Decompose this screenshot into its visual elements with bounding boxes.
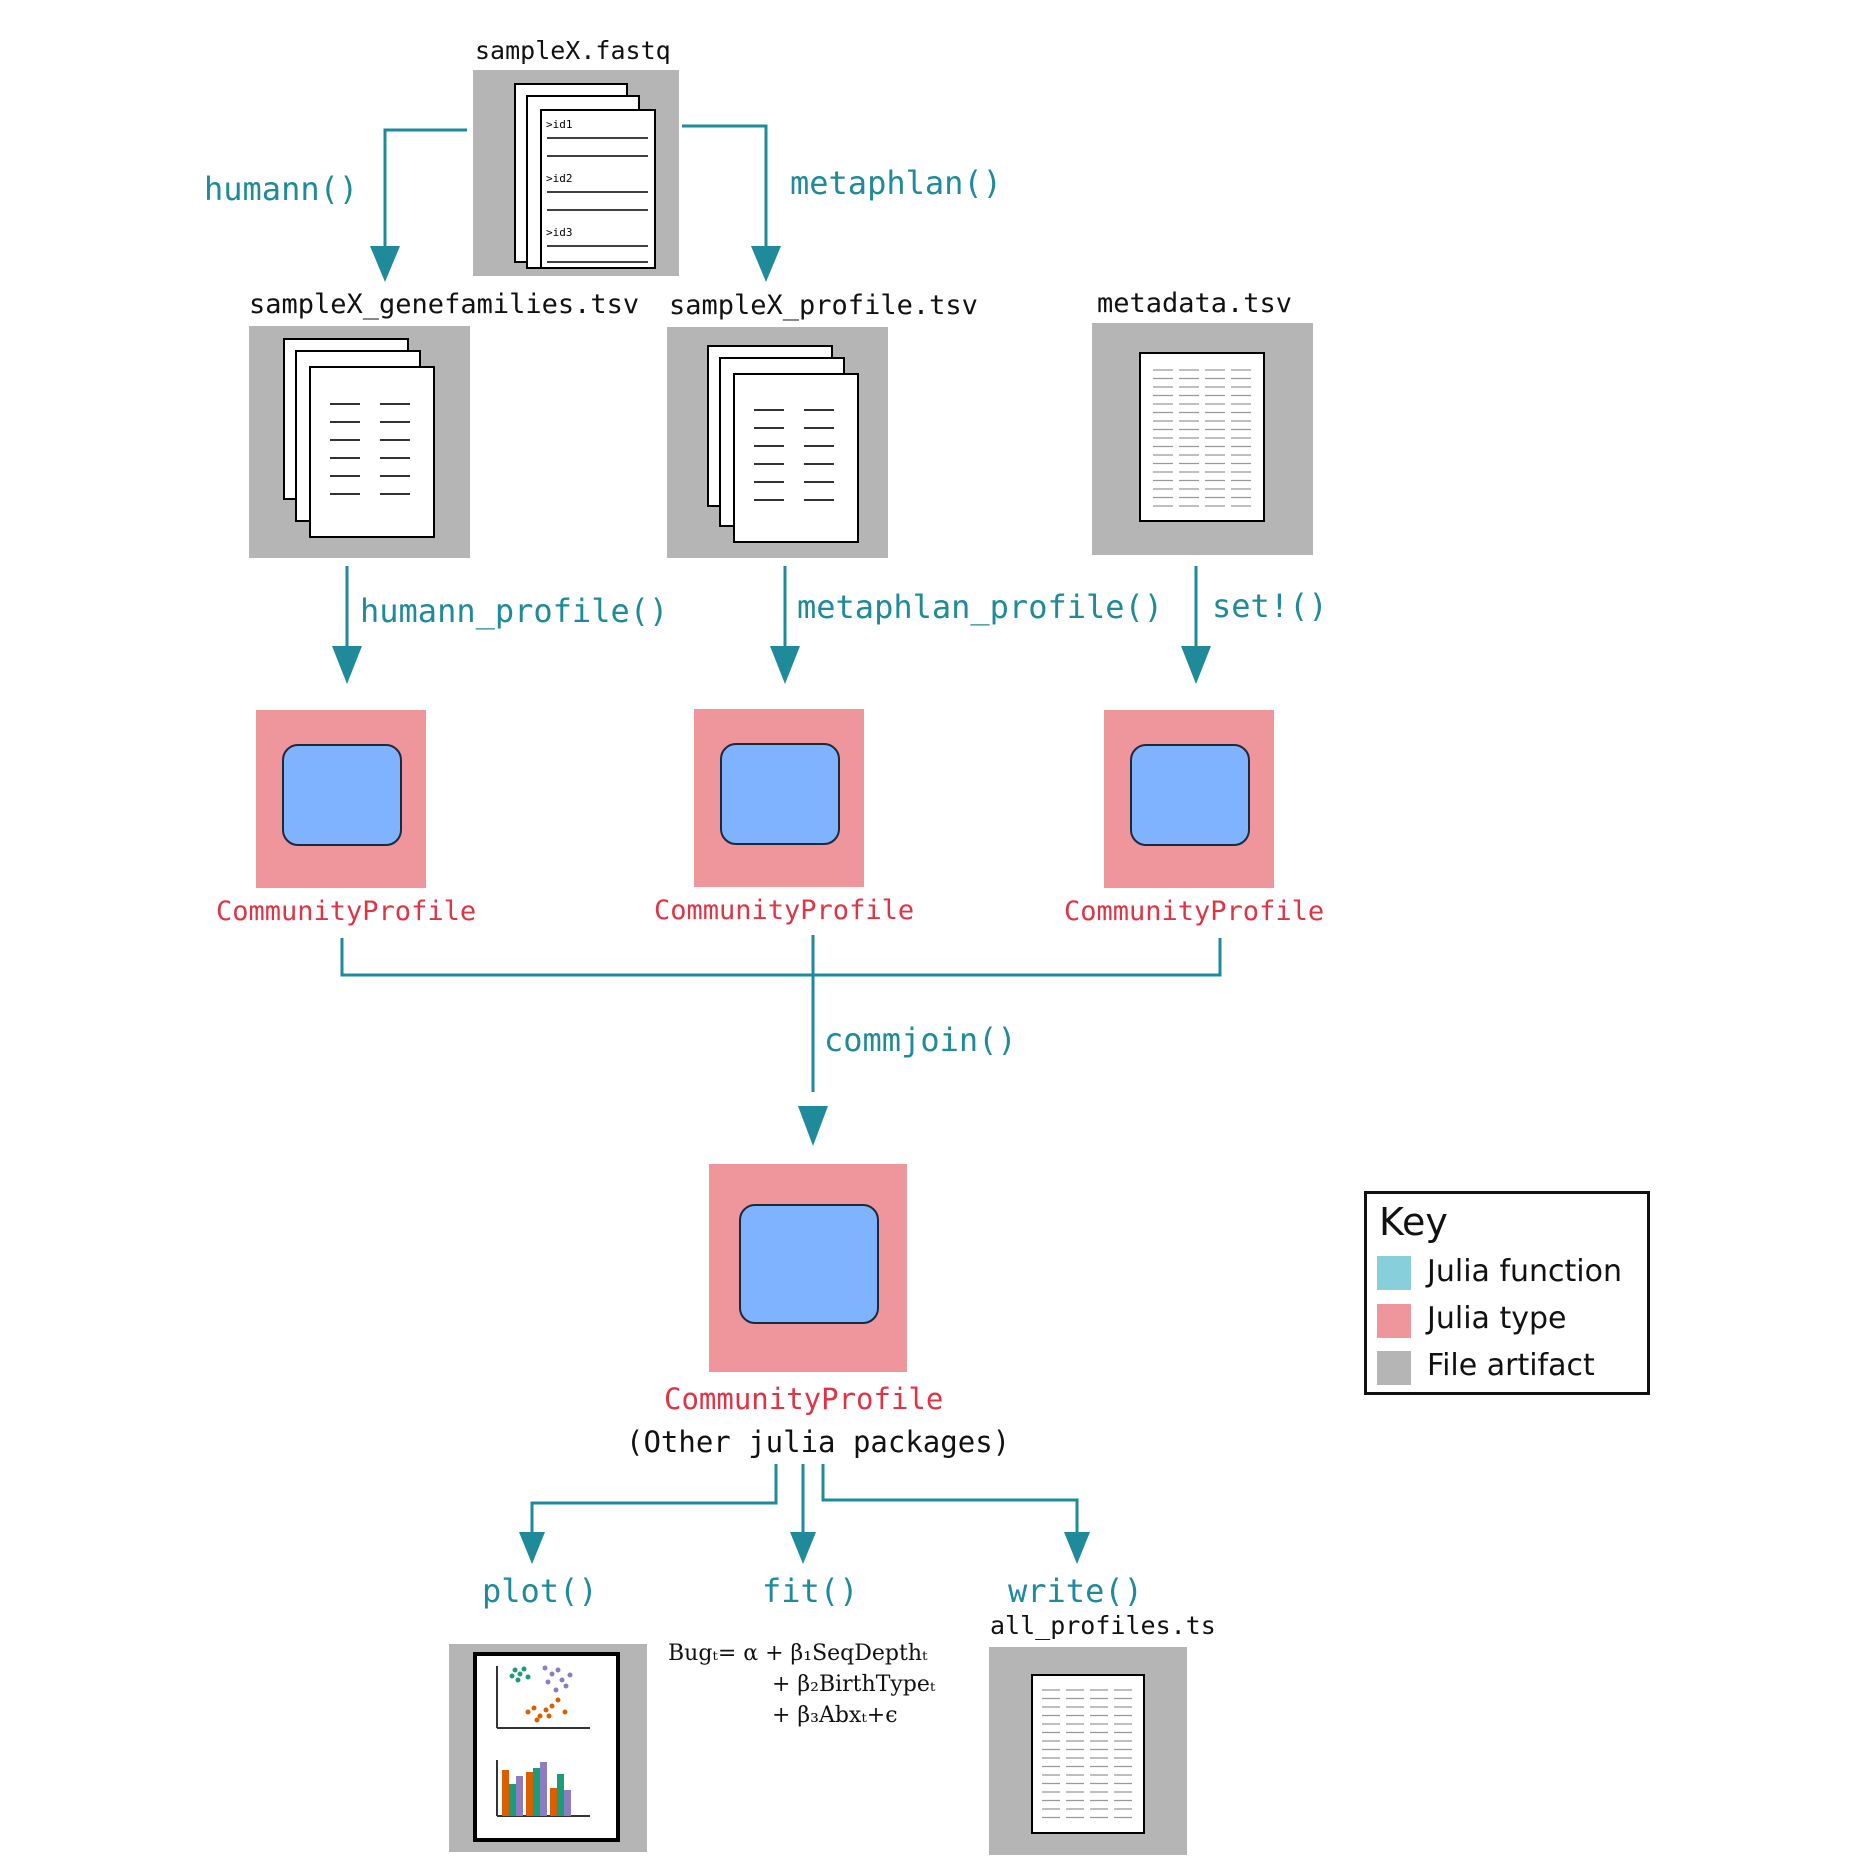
community-profile-box-final: [709, 1164, 907, 1372]
metaphlan-profile-function: metaphlan_profile(): [797, 588, 1164, 626]
equation-line-1: Bugₜ= α + β₁SeqDepthₜ: [668, 1641, 928, 1666]
arrowhead-fit: [790, 1532, 816, 1564]
community-profile-inner-2: [720, 743, 840, 845]
community-profile-inner-1: [282, 744, 402, 846]
join-bracket: [340, 938, 1222, 977]
profile-filename: sampleX_profile.tsv: [669, 290, 978, 321]
arrowhead-plot: [519, 1532, 545, 1564]
all-profiles-filename: all_profiles.ts: [990, 1611, 1216, 1640]
arrow-humann: [383, 128, 467, 262]
all-profiles-file-artifact: [989, 1647, 1187, 1855]
arrowhead-commjoin: [798, 1106, 828, 1146]
community-profile-label-1: CommunityProfile: [216, 896, 477, 927]
set-function: set!(): [1212, 587, 1328, 625]
equation-line-3: + β₃Abxₜ+ϵ: [772, 1703, 898, 1728]
fastq-id-2: >id2: [546, 172, 573, 185]
humann-function: humann(): [204, 170, 359, 208]
metadata-file-artifact: [1092, 323, 1313, 555]
commjoin-function: commjoin(): [824, 1021, 1017, 1059]
community-profile-box-3: [1104, 710, 1274, 888]
mini-bars: [502, 1762, 571, 1816]
metadata-filename: metadata.tsv: [1097, 288, 1293, 319]
plot-function: plot(): [482, 1572, 598, 1610]
legend-swatch-type: [1377, 1304, 1411, 1338]
community-profile-inner-3: [1130, 744, 1250, 846]
write-function: write(): [1008, 1572, 1143, 1610]
arrow-plot: [530, 1464, 778, 1538]
plot-file-artifact: [449, 1644, 647, 1852]
community-profile-box-1: [256, 710, 426, 888]
legend-label-file: File artifact: [1427, 1348, 1595, 1383]
fastq-id-1: >id1: [546, 118, 573, 131]
arrowhead-metaphlan: [751, 246, 781, 282]
community-profile-label-3: CommunityProfile: [1064, 896, 1325, 927]
arrow-metaphlan: [682, 124, 768, 262]
humann-profile-function: humann_profile(): [360, 592, 669, 630]
genefamilies-filename: sampleX_genefamilies.tsv: [249, 289, 640, 320]
equation-line-2: + β₂BirthTypeₜ: [772, 1672, 936, 1697]
arrowhead-set: [1181, 646, 1211, 684]
community-profile-label-2: CommunityProfile: [654, 895, 915, 926]
fit-function: fit(): [762, 1572, 859, 1610]
fastq-file-artifact: [473, 70, 679, 276]
legend-label-type: Julia type: [1427, 1301, 1567, 1336]
legend-swatch-file: [1377, 1351, 1411, 1385]
legend-title: Key: [1379, 1200, 1448, 1244]
mini-scatter: [509, 1665, 573, 1723]
arrowhead-metaphlan-profile: [770, 646, 800, 684]
community-profile-inner-final: [739, 1204, 879, 1324]
arrowhead-humann-profile: [332, 646, 362, 684]
legend-label-function: Julia function: [1427, 1254, 1622, 1289]
legend-swatch-function: [1377, 1256, 1411, 1290]
other-packages-label: (Other julia packages): [626, 1425, 1011, 1459]
community-profile-box-2: [694, 709, 864, 887]
genefamilies-file-artifact: [249, 326, 470, 558]
arrow-write: [821, 1464, 1079, 1538]
arrowhead-write: [1064, 1532, 1090, 1564]
legend-key: Key Julia function Julia type File artif…: [1364, 1191, 1650, 1395]
fastq-filename: sampleX.fastq: [475, 36, 671, 65]
arrowhead-humann: [370, 246, 400, 282]
fastq-id-3: >id3: [546, 226, 573, 239]
profile-file-artifact: [667, 327, 888, 558]
metaphlan-function: metaphlan(): [790, 164, 1002, 202]
community-profile-label-final: CommunityProfile: [664, 1382, 944, 1416]
